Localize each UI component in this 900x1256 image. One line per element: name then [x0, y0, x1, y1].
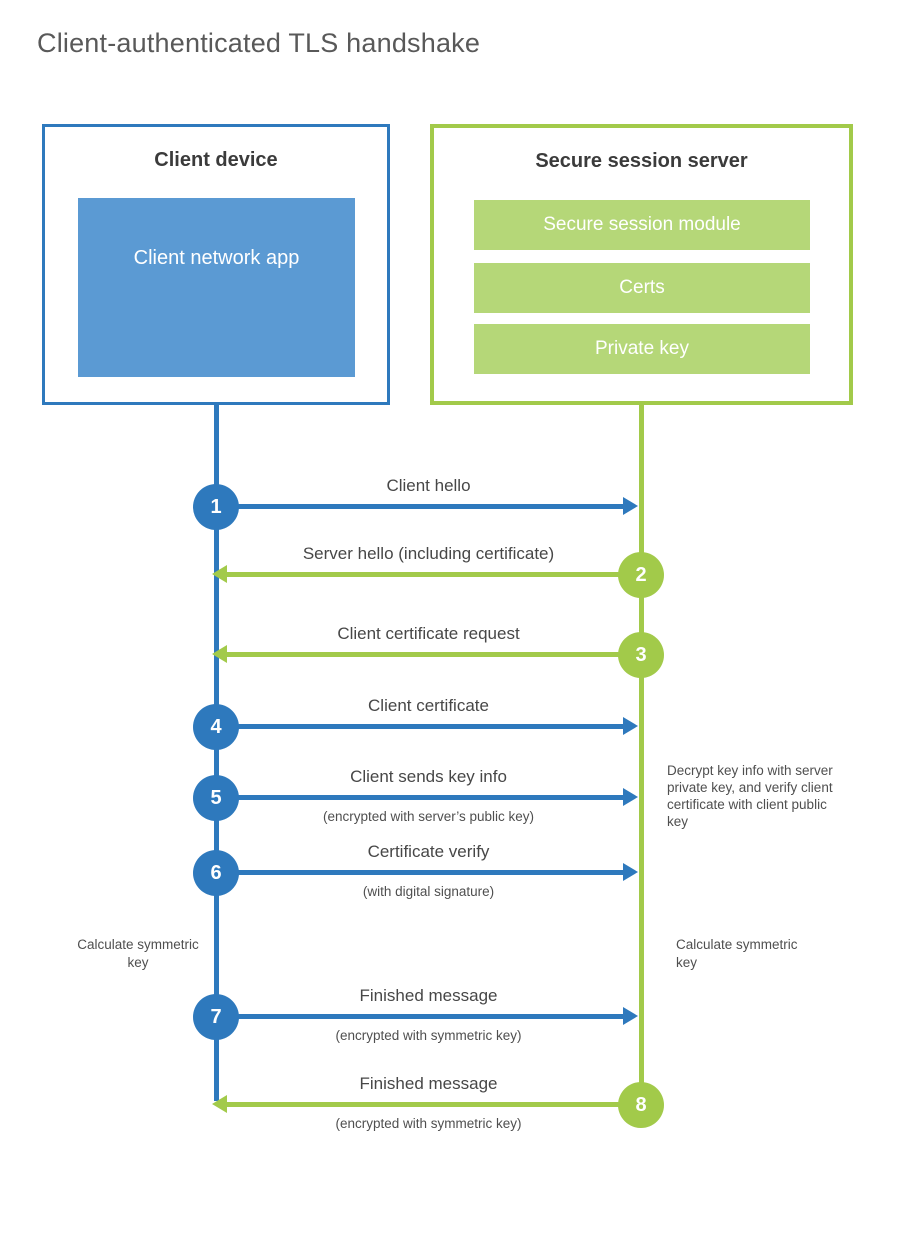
message-label: Client hello [386, 476, 471, 495]
arrowhead-right-icon [623, 863, 638, 881]
server-module-secure-session: Secure session module [474, 200, 810, 250]
message-arrow [227, 652, 641, 657]
arrowhead-right-icon [623, 1007, 638, 1025]
message-label: Client certificate [368, 696, 489, 715]
message-label: Client certificate request [337, 624, 520, 643]
client-box: Client device Client network app [42, 124, 390, 405]
message-sublabel: (encrypted with symmetric key) [335, 1028, 522, 1043]
message-label: Finished message [359, 1074, 498, 1093]
step-circle: 3 [618, 632, 664, 678]
step-circle: 8 [618, 1082, 664, 1128]
client-network-app-module: Client network app [78, 198, 355, 377]
server-calc-note: Calculate symmetric key [676, 937, 798, 970]
arrowhead-left-icon [212, 645, 227, 663]
diagram-title: Client-authenticated TLS handshake [37, 28, 481, 58]
server-module-certs: Certs [474, 263, 810, 313]
message-arrow [216, 504, 623, 509]
message-arrow [216, 724, 623, 729]
step-circle: 4 [193, 704, 239, 750]
message-sublabel: (with digital signature) [362, 884, 495, 899]
message-label: Server hello (including certificate) [302, 544, 555, 563]
step-circle: 2 [618, 552, 664, 598]
step-circle: 6 [193, 850, 239, 896]
client-calc-note: Calculate symmetric key [77, 937, 199, 970]
message-label: Finished message [359, 986, 498, 1005]
message-sublabel: (encrypted with server’s public key) [322, 809, 535, 824]
step-circle: 1 [193, 484, 239, 530]
server-box-title: Secure session server [535, 150, 748, 172]
server-module-private-key: Private key [474, 324, 810, 374]
step-circle: 5 [193, 775, 239, 821]
message-sublabel: (encrypted with symmetric key) [335, 1116, 522, 1131]
message-label: Certificate verify [367, 842, 490, 861]
step-circle: 7 [193, 994, 239, 1040]
server-note: Decrypt key info with server private key… [667, 763, 833, 829]
arrowhead-right-icon [623, 717, 638, 735]
client-box-title: Client device [154, 149, 278, 171]
message-arrow [216, 795, 623, 800]
arrowhead-left-icon [212, 565, 227, 583]
client-lifeline [214, 405, 219, 1101]
message-arrow [227, 572, 641, 577]
arrowhead-left-icon [212, 1095, 227, 1113]
arrowhead-right-icon [623, 788, 638, 806]
message-arrow [216, 870, 623, 875]
server-lifeline [639, 405, 644, 1105]
message-label: Client sends key info [350, 767, 507, 786]
message-arrow [216, 1014, 623, 1019]
arrowhead-right-icon [623, 497, 638, 515]
message-arrow [227, 1102, 641, 1107]
server-box: Secure session server Secure session mod… [430, 124, 853, 405]
